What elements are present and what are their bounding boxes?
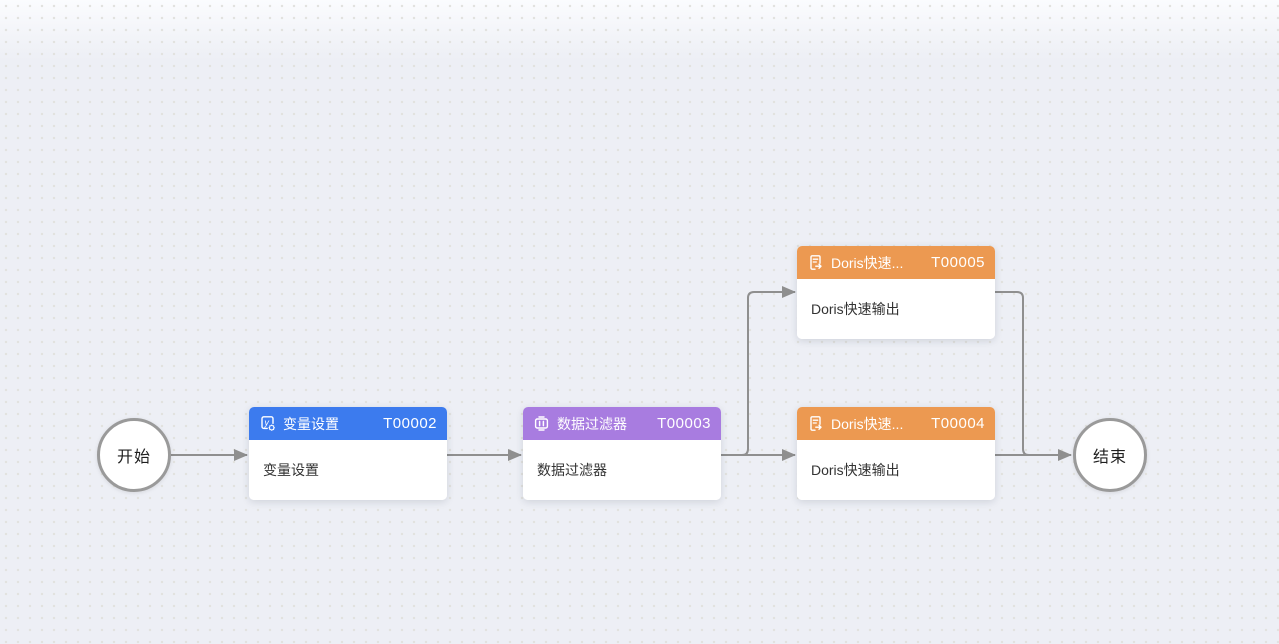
node-T00005-id: T00005 (931, 254, 985, 271)
start-node-label: 开始 (116, 449, 151, 466)
node-T00004-body: Doris快速输出 (797, 440, 995, 500)
node-T00002-header: y 变量设置 T00002 (249, 407, 447, 440)
node-T00002[interactable]: y 变量设置 T00002 变量设置 (249, 407, 447, 500)
node-T00005[interactable]: Doris快速... T00005 Doris快速输出 (797, 246, 995, 339)
end-node[interactable]: 结束 (1073, 418, 1147, 492)
node-T00003-body-label: 数据过滤器 (537, 462, 607, 478)
node-T00004[interactable]: Doris快速... T00004 Doris快速输出 (797, 407, 995, 500)
node-T00003-body: 数据过滤器 (523, 440, 721, 500)
end-node-label: 结束 (1092, 449, 1127, 466)
node-T00004-title: Doris快速... (831, 415, 904, 432)
node-T00005-body-label: Doris快速输出 (811, 301, 900, 317)
node-T00003-id: T00003 (657, 415, 711, 432)
filter-icon (534, 416, 549, 431)
node-T00002-body: 变量设置 (249, 440, 447, 500)
start-node[interactable]: 开始 (97, 418, 171, 492)
edge-T00005-to-end[interactable] (995, 291, 1040, 456)
node-T00002-title: 变量设置 (283, 415, 339, 432)
document-export-icon (810, 255, 822, 270)
node-T00005-header: Doris快速... T00005 (797, 246, 995, 279)
node-T00003[interactable]: 数据过滤器 T00003 数据过滤器 (523, 407, 721, 500)
node-T00005-body: Doris快速输出 (797, 279, 995, 339)
node-T00004-body-label: Doris快速输出 (811, 462, 900, 478)
node-T00002-body-label: 变量设置 (263, 462, 319, 478)
node-T00005-title: Doris快速... (831, 254, 904, 271)
node-T00004-header: Doris快速... T00004 (797, 407, 995, 440)
node-T00003-title: 数据过滤器 (557, 415, 627, 432)
svg-text:y: y (263, 419, 270, 429)
document-export-icon (810, 416, 822, 431)
node-T00004-id: T00004 (931, 415, 985, 432)
variable-settings-icon: y (261, 416, 275, 431)
node-T00003-header: 数据过滤器 T00003 (523, 407, 721, 440)
node-T00002-id: T00002 (383, 415, 437, 432)
edge-T00003-to-T00005[interactable] (721, 286, 796, 456)
